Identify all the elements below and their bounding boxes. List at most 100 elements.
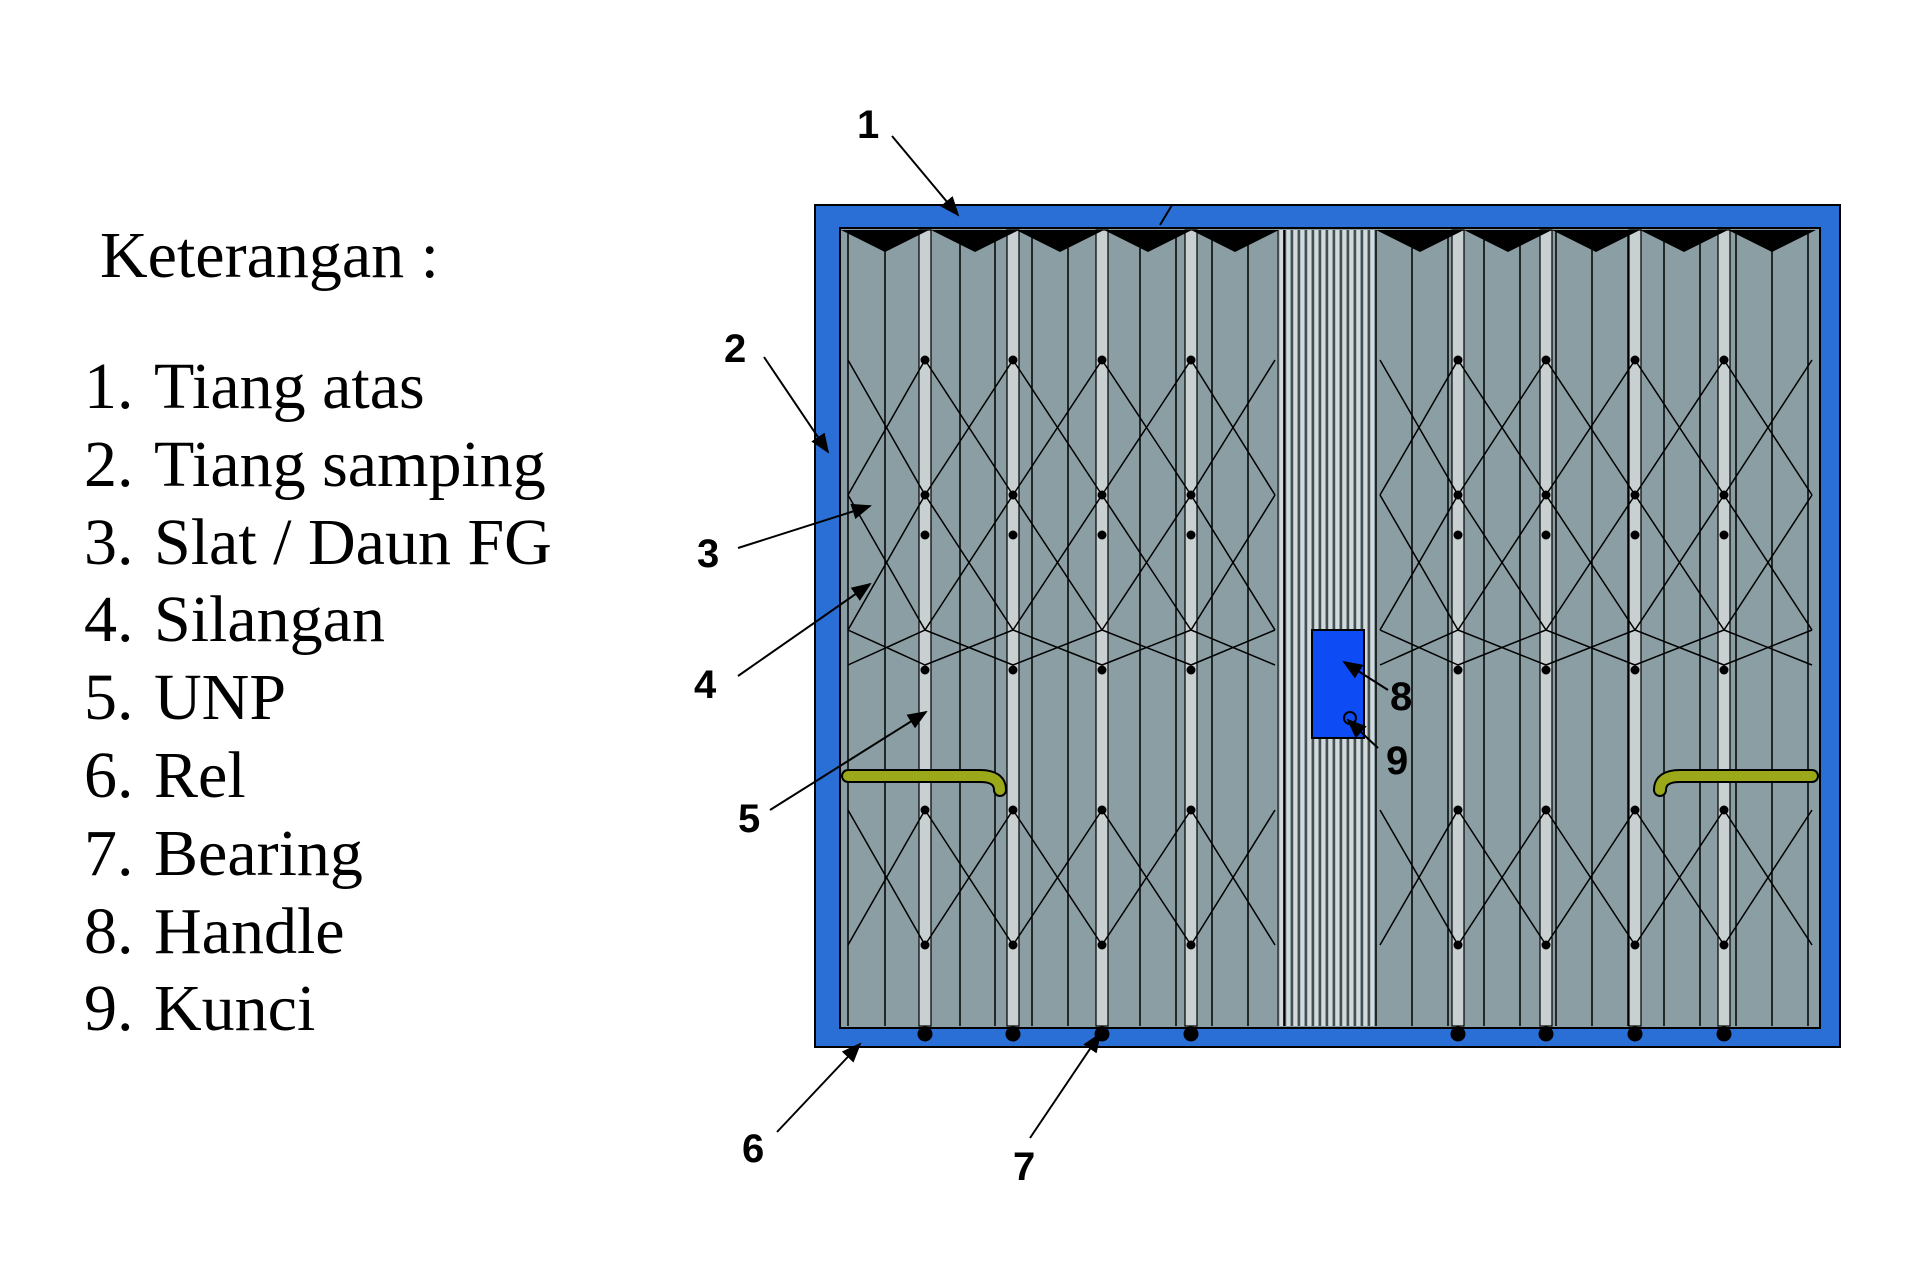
crossbar xyxy=(924,629,1014,666)
top-guide-triangle xyxy=(1376,230,1464,252)
pivot-dot xyxy=(1719,805,1729,815)
callout-arrow-9 xyxy=(1346,718,1379,749)
crossbar xyxy=(1101,629,1192,666)
unp-post xyxy=(1095,229,1109,1027)
crossbars-group xyxy=(847,355,1813,950)
legend-item-label: Kunci xyxy=(154,972,316,1046)
crossbar xyxy=(1457,494,1547,631)
crossbar xyxy=(1723,359,1813,496)
bearing xyxy=(917,1026,933,1042)
callout-arrow-2 xyxy=(763,356,830,454)
stacked-slat-fill xyxy=(1342,230,1346,1026)
callout-arrow-7 xyxy=(1029,1032,1102,1139)
pivot-dot xyxy=(920,530,930,540)
pivot-dot xyxy=(1630,805,1640,815)
legend-item: 8.Handle xyxy=(84,893,552,971)
top-guide-triangle xyxy=(1104,230,1192,252)
unp-post xyxy=(1628,229,1642,1027)
legend-list: 1.Tiang atas 2.Tiang samping 3.Slat / Da… xyxy=(84,348,552,1048)
pivot-dot xyxy=(1719,355,1729,365)
top-guide-triangle xyxy=(1464,230,1552,252)
callout-label-9: 9 xyxy=(1386,739,1408,783)
pivot-dot xyxy=(920,355,930,365)
crossbar xyxy=(1545,494,1636,631)
crossbar xyxy=(1545,629,1636,666)
legend-item: 7. Bearing xyxy=(84,815,552,893)
unp-post xyxy=(1717,229,1731,1027)
crossbar xyxy=(1545,809,1636,946)
callout-arrow-6 xyxy=(776,1042,862,1133)
legend-item-number: 4. xyxy=(84,583,134,657)
pivot-dot xyxy=(1719,665,1729,675)
handle xyxy=(1311,629,1365,739)
pivot-dot xyxy=(1630,665,1640,675)
crossbar xyxy=(1457,629,1547,666)
top-guide-triangle xyxy=(1191,230,1279,252)
left-pull-bar xyxy=(843,771,1005,795)
pivot-dot xyxy=(1186,665,1196,675)
crossbar xyxy=(1634,359,1725,496)
crossbar xyxy=(1379,629,1459,666)
bearing xyxy=(1627,1026,1643,1042)
stacked-slat-fill xyxy=(1349,230,1353,1026)
legend-item-label: Bearing xyxy=(154,816,363,890)
bearing xyxy=(1183,1026,1199,1042)
pivot-dot xyxy=(1008,665,1018,675)
collapsed-slat-stack xyxy=(1277,230,1374,1026)
crossbar xyxy=(1723,809,1813,946)
pivot-dot xyxy=(1097,940,1107,950)
legend-item-number: 5. xyxy=(84,661,134,735)
stacked-slat-fill xyxy=(1370,230,1374,1026)
pivot-dot xyxy=(1719,530,1729,540)
crossbar xyxy=(924,359,1014,496)
pivot-dot xyxy=(1008,805,1018,815)
crossbar xyxy=(1379,359,1459,496)
pivot-dot xyxy=(1008,530,1018,540)
legend-item: 4.Silangan xyxy=(84,581,552,659)
callout-arrow-8 xyxy=(1342,660,1389,691)
bearing xyxy=(1005,1026,1021,1042)
crossbar xyxy=(847,629,926,666)
pivot-dot xyxy=(1186,490,1196,500)
crossbar xyxy=(1101,494,1192,631)
crossbar xyxy=(1190,629,1276,666)
pivot-dot xyxy=(1453,530,1463,540)
legend-item: 2.Tiang samping xyxy=(84,426,552,504)
pivot-dot xyxy=(1630,530,1640,540)
pivot-dot xyxy=(1541,355,1551,365)
legend-item-number: 6. xyxy=(84,738,134,812)
crossbar xyxy=(1723,494,1813,631)
stacked-slat-fill xyxy=(1328,230,1332,1026)
pivot-dot xyxy=(1453,665,1463,675)
pivot-dot xyxy=(1008,355,1018,365)
legend-item: 6. Rel xyxy=(84,737,552,815)
pivot-dot xyxy=(1097,490,1107,500)
pivot-dot xyxy=(1630,355,1640,365)
pivot-dot xyxy=(1630,490,1640,500)
crossbar xyxy=(1101,809,1192,946)
legend-item-label: Rel xyxy=(154,738,246,812)
top-guide-triangle xyxy=(1552,230,1640,252)
pivot-dot xyxy=(920,940,930,950)
top-guide-triangle xyxy=(841,230,929,252)
crossbar xyxy=(924,494,1014,631)
stacked-slat-fill xyxy=(1293,230,1297,1026)
stacked-slat-fill xyxy=(1279,230,1283,1026)
bearing xyxy=(1538,1026,1554,1042)
pivot-dot xyxy=(1541,665,1551,675)
crossbar xyxy=(1457,359,1547,496)
legend-item-number: 7. xyxy=(84,816,134,890)
callout-label-6: 6 xyxy=(742,1127,764,1171)
legend-item: 5.UNP xyxy=(84,659,552,737)
crossbar xyxy=(847,494,926,631)
stacked-slat-fill xyxy=(1321,230,1325,1026)
stacked-slat-fill xyxy=(1307,230,1311,1026)
callout-label-2: 2 xyxy=(724,327,746,371)
callout-arrow-5 xyxy=(769,710,928,811)
stacked-slat-fill xyxy=(1286,230,1290,1026)
bearing xyxy=(1450,1026,1466,1042)
pivot-dot xyxy=(1097,530,1107,540)
pivot-dot xyxy=(1541,530,1551,540)
pivot-dot xyxy=(1097,805,1107,815)
